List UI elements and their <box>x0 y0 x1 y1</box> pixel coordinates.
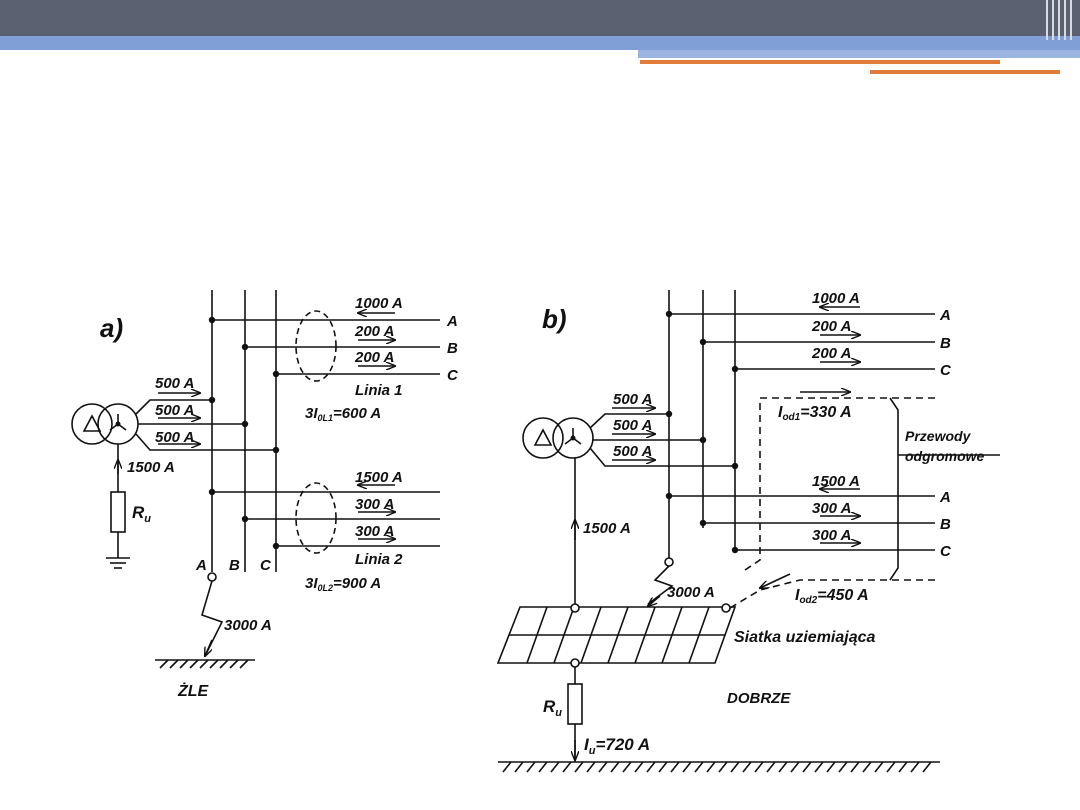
b-line1-phase-a: A <box>939 307 951 324</box>
line1-current-b: 200 A <box>354 323 394 340</box>
b-line2-phase-c: C <box>940 543 952 560</box>
b-resistor-label: Ru <box>543 697 562 719</box>
panel-b-open-nodes <box>570 603 731 668</box>
corner-decoration <box>1040 0 1080 40</box>
iu-label: Iu=720 A <box>584 735 650 757</box>
grid-label: Siatka uziemiająca <box>734 629 876 646</box>
source-current-2: 500 A <box>155 402 194 419</box>
line2-current-b: 300 A <box>355 496 394 513</box>
fault-current-a: 3000 A <box>224 617 272 634</box>
b-line2-current-c: 300 A <box>812 527 851 544</box>
neutral-current: 1500 A <box>127 459 175 476</box>
line1-current-a: 1000 A <box>355 295 403 312</box>
line1-phase-b: B <box>447 340 458 357</box>
line1-name: Linia 1 <box>355 382 403 399</box>
panel-a <box>71 290 440 669</box>
accent-line-orange-2 <box>870 70 1060 74</box>
b-line1-phase-b: B <box>940 335 951 352</box>
line2-current-c: 300 A <box>355 523 394 540</box>
bus-label-b: B <box>229 557 240 574</box>
b-line1-phase-c: C <box>940 362 952 379</box>
b-line2-current-b: 300 A <box>812 500 851 517</box>
line1-phase-a: A <box>446 313 458 330</box>
b-line2-phase-a: A <box>939 489 951 506</box>
header-stripe <box>0 36 1080 50</box>
ground-wires-label-2: odgromowe <box>905 448 985 464</box>
b-fault-current: 3000 A <box>667 584 715 601</box>
verdict-correct: DOBRZE <box>727 690 791 707</box>
iod1-label: Iod1=330 A <box>778 404 852 423</box>
bus-label-c: C <box>260 557 272 574</box>
iod2-label: Iod2=450 A <box>795 587 869 606</box>
panel-a-nodes <box>115 316 280 550</box>
panel-b-title: b) <box>542 304 567 334</box>
verdict-wrong: ŻLE <box>177 682 210 700</box>
b-line1-current-b: 200 A <box>811 318 851 335</box>
resistor-label: Ru <box>132 503 151 525</box>
b-line1-current-c: 200 A <box>811 345 851 362</box>
b-source-current-1: 500 A <box>613 391 652 408</box>
header-stripe-secondary <box>638 50 1080 58</box>
panel-b <box>496 290 1000 773</box>
b-source-current-3: 500 A <box>613 443 652 460</box>
source-current-3: 500 A <box>155 429 194 446</box>
line2-sum: 3I0L2=900 A <box>305 575 381 593</box>
accent-line-orange <box>640 60 1000 64</box>
ground-wires-label-1: Przewody <box>905 428 972 444</box>
b-source-current-2: 500 A <box>613 417 652 434</box>
panel-b-nodes <box>570 310 739 554</box>
source-current-1: 500 A <box>155 375 194 392</box>
b-line2-current-a: 1500 A <box>812 473 860 490</box>
b-neutral-current: 1500 A <box>583 520 631 537</box>
line1-current-c: 200 A <box>354 349 394 366</box>
title-bar <box>0 0 1080 36</box>
b-line2-phase-b: B <box>940 516 951 533</box>
bus-label-a: A <box>195 557 207 574</box>
line1-phase-c: C <box>447 367 459 384</box>
line2-current-a: 1500 A <box>355 469 403 486</box>
b-line1-current-a: 1000 A <box>812 290 860 307</box>
line1-sum: 3I0L1=600 A <box>305 405 381 423</box>
panel-a-title: a) <box>100 313 123 343</box>
line2-name: Linia 2 <box>355 551 403 568</box>
